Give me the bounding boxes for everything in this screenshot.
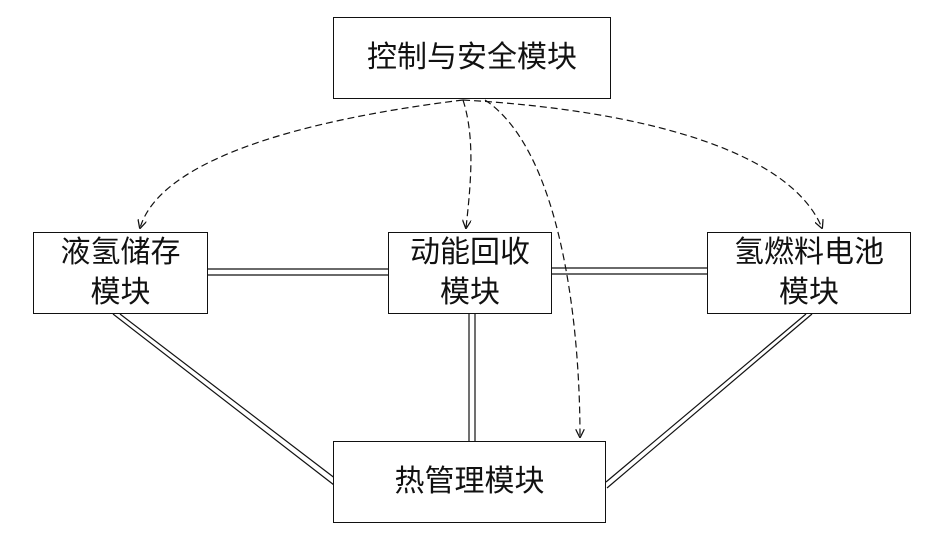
control-safety-label: 控制与安全模块 xyxy=(367,38,577,78)
lh2-storage-label-line2: 模块 xyxy=(91,273,151,313)
control-arrow-fuelcell xyxy=(463,100,822,228)
fuel-cell-module: 氢燃料电池 模块 xyxy=(707,232,911,314)
control-arrow-kinetic xyxy=(463,100,471,228)
thermal-management-module: 热管理模块 xyxy=(333,441,606,523)
lh2-storage-label-line1: 液氢储存 xyxy=(61,233,181,273)
kinetic-recovery-module: 动能回收 模块 xyxy=(388,232,552,314)
kinetic-recovery-label-line2: 模块 xyxy=(440,273,500,313)
control-arrow-lh2 xyxy=(140,100,463,228)
thermal-management-label: 热管理模块 xyxy=(395,462,545,502)
link-lh2-kinetic xyxy=(208,269,388,275)
kinetic-recovery-label-line1: 动能回收 xyxy=(410,233,530,273)
link-lh2-thermal xyxy=(113,314,336,485)
fuel-cell-label-line2: 模块 xyxy=(779,273,839,313)
fuel-cell-label-line1: 氢燃料电池 xyxy=(734,233,884,273)
link-kinetic-fuelcell xyxy=(552,268,707,274)
link-kinetic-thermal xyxy=(469,314,475,441)
control-safety-module: 控制与安全模块 xyxy=(333,17,611,99)
link-fuelcell-thermal xyxy=(606,314,812,488)
lh2-storage-module: 液氢储存 模块 xyxy=(33,232,208,314)
